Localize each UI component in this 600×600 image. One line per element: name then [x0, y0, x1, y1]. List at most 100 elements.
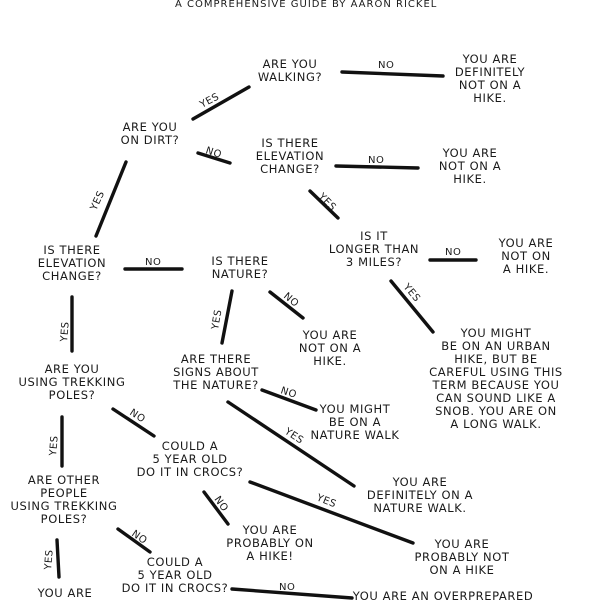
node-line: ELEVATION — [38, 256, 107, 270]
edge-others-no — [116, 527, 152, 554]
node-line: YOU MIGHT — [319, 402, 391, 416]
node-line: ARE YOU — [45, 362, 100, 376]
edge-crocs1-no — [202, 490, 230, 526]
node-line: PEOPLE — [40, 486, 87, 500]
node-line: CHANGE? — [260, 162, 320, 176]
node-line: YOU ARE — [462, 52, 518, 66]
node-line: ARE THERE — [181, 352, 251, 366]
node-line: SIGNS ABOUT — [173, 365, 259, 379]
edge-crocs1-yes — [248, 480, 415, 545]
edge-dirt-no — [196, 151, 232, 165]
node-line: YOU ARE — [498, 236, 554, 250]
label-poles-no: NO — [127, 407, 147, 425]
node-line: DEFINITELY — [455, 65, 526, 79]
node-line: YOU MIGHT — [460, 326, 532, 340]
label-nature-no: NO — [281, 291, 301, 310]
edge-elev-top-yes — [308, 189, 340, 220]
label-dirt-yes: YES — [88, 189, 107, 213]
label-crocs1-no: NO — [212, 494, 230, 514]
edge-others-yes — [55, 538, 61, 579]
node-line: SNOB. YOU ARE ON — [435, 404, 557, 418]
node-line: NATURE WALK — [310, 428, 399, 442]
node-line: HIKE. — [453, 172, 487, 186]
edge-signs-yes — [226, 400, 356, 488]
subtitle: A COMPREHENSIVE GUIDE BY AARON RICKEL — [175, 0, 437, 10]
node-line: HIKE. — [313, 354, 347, 368]
label-others-yes: YES — [43, 549, 56, 571]
node-line: BE ON A — [329, 415, 381, 429]
node-line: ARE YOU — [123, 120, 178, 134]
edge-signs-no — [260, 388, 318, 412]
label-walking-no: NO — [378, 60, 394, 71]
label-signs-no: NO — [279, 385, 298, 401]
node-line: YOU ARE AN OVERPREPARED — [352, 589, 534, 600]
node-line: ARE YOU — [263, 57, 318, 71]
node-line: A HIKE. — [503, 262, 549, 276]
node-line: NOT ON A — [299, 341, 361, 355]
edge-elev-left-from-dirt — [94, 160, 128, 238]
label-elev-top-no: NO — [368, 155, 384, 166]
label-nature-yes: YES — [210, 309, 225, 332]
edge-crocs2-no — [230, 587, 354, 600]
node-you-are-bottom: YOU ARE — [37, 586, 93, 600]
node-line: IS THERE — [211, 254, 268, 268]
node-line: IS IT — [360, 229, 388, 243]
node-line: USING TREKKING — [11, 499, 118, 513]
node-line: PROBABLY NOT — [414, 550, 509, 564]
node-line: YOU ARE — [302, 328, 358, 342]
node-line: NATURE? — [212, 267, 269, 281]
edge-dirt-yes — [191, 85, 251, 121]
node-line: DO IT IN CROCS? — [137, 465, 244, 479]
node-line: YOU ARE — [434, 537, 490, 551]
edge-longer3-yes — [389, 279, 435, 334]
node-line: COULD A — [162, 439, 218, 453]
node-line: NATURE WALK. — [373, 501, 466, 515]
node-line: THE NATURE? — [172, 378, 259, 392]
node-line: HIKE, BUT BE — [454, 352, 538, 366]
node-line: LONGER THAN — [329, 242, 419, 256]
node-line: ELEVATION — [256, 149, 325, 163]
connectors — [55, 70, 478, 600]
label-elev-left-yes: YES — [59, 321, 72, 343]
node-line: IS THERE — [43, 243, 100, 257]
node-line: POLES? — [49, 388, 96, 402]
edge-nature-yes — [220, 289, 234, 345]
node-line: TERM BECAUSE YOU — [431, 378, 559, 392]
label-signs-yes: YES — [282, 426, 306, 447]
node-line: ARE OTHER — [28, 473, 100, 487]
node-line: HIKE. — [473, 91, 507, 105]
node-line: COULD A — [147, 555, 203, 569]
edge-walking-no — [340, 70, 445, 78]
node-line: YOU ARE — [37, 586, 93, 600]
node-line: NOT ON — [501, 249, 551, 263]
node-line: CAN SOUND LIKE A — [436, 391, 556, 405]
node-line: 5 YEAR OLD — [137, 568, 212, 582]
node-line: ON A HIKE — [429, 563, 494, 577]
node-line: USING TREKKING — [19, 375, 126, 389]
label-dirt-no: NO — [204, 145, 223, 161]
edge-nature-no — [268, 290, 305, 320]
node-line: A LONG WALK. — [450, 417, 541, 431]
node-line: BE ON AN URBAN — [441, 339, 550, 353]
node-line: DO IT IN CROCS? — [122, 581, 229, 595]
